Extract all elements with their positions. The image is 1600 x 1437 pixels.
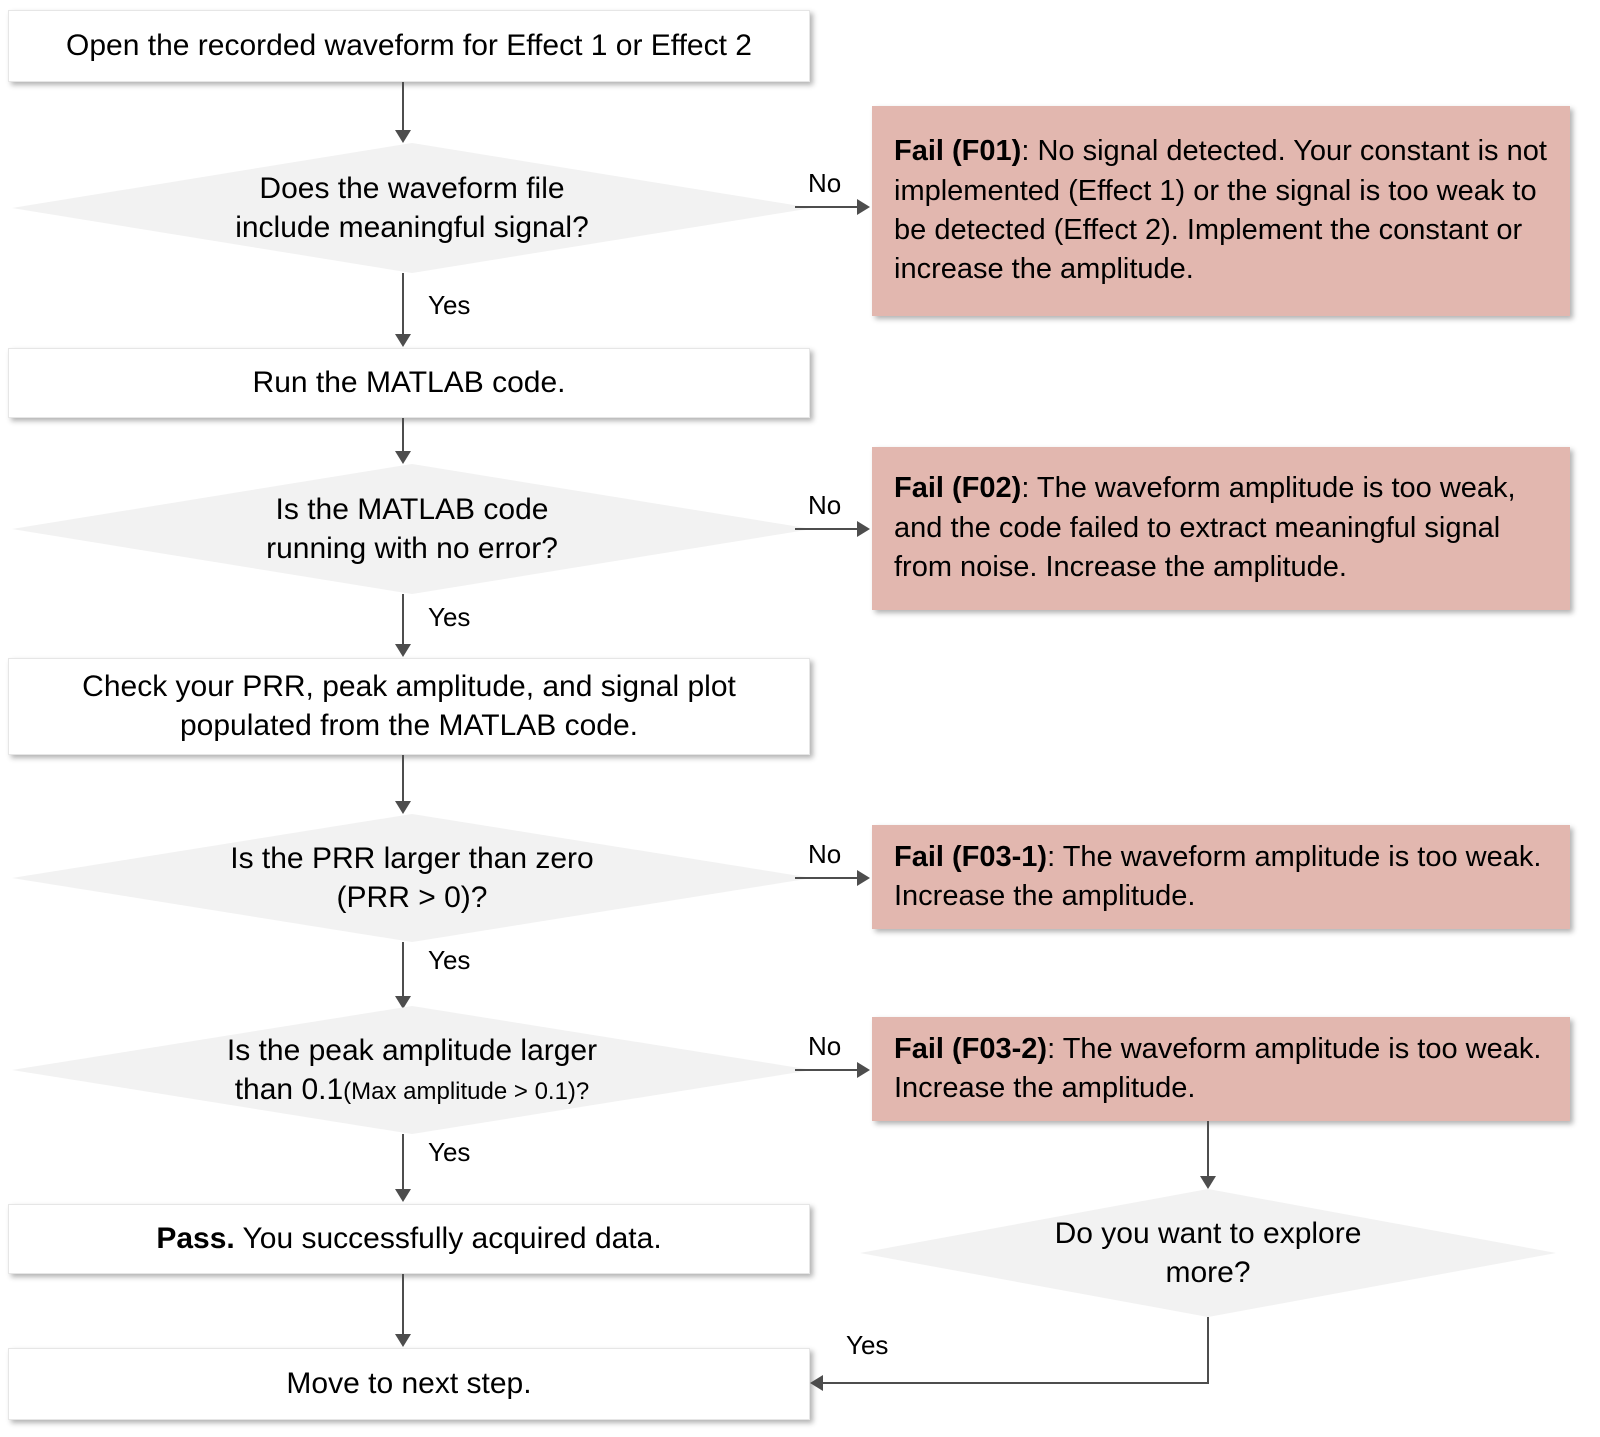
edge-label-noerror-yes: Yes xyxy=(428,602,471,632)
node-decision-prr-label: Is the PRR larger than zero (PRR > 0)? xyxy=(116,839,708,917)
edge-label-signal-no: No xyxy=(808,168,842,198)
node-fail-f01[interactable]: Fail (F01): No signal detected. Your con… xyxy=(872,106,1570,316)
node-next-step[interactable]: Move to next step. xyxy=(8,1348,810,1420)
node-run-matlab-label: Run the MATLAB code. xyxy=(252,365,566,399)
connector-peak-no xyxy=(795,1069,857,1071)
arrowhead-start-to-signal xyxy=(395,130,411,143)
connector-runmatlab-to-noerror xyxy=(402,418,404,453)
decision-prr-line2: (PRR > 0)? xyxy=(336,881,488,914)
decision-peak-line1: Is the peak amplitude larger xyxy=(226,1034,598,1067)
pass-bold: Pass. xyxy=(156,1221,235,1255)
node-fail-f03-1-text: Fail (F03-1): The waveform amplitude is … xyxy=(894,838,1552,917)
arrowhead-noerror-no xyxy=(857,521,870,537)
connector-explore-yes-vertical xyxy=(1207,1317,1209,1383)
node-fail-f01-text: Fail (F01): No signal detected. Your con… xyxy=(894,132,1552,290)
connector-explore-yes-horizontal xyxy=(823,1382,1209,1384)
node-decision-no-error-label: Is the MATLAB code running with no error… xyxy=(116,490,708,568)
check-prr-line2: populated from the MATLAB code. xyxy=(179,708,639,742)
fail-f03-1-separator: : xyxy=(1047,840,1063,873)
node-fail-f03-2-text: Fail (F03-2): The waveform amplitude is … xyxy=(894,1030,1552,1109)
arrowhead-noerror-yes xyxy=(395,644,411,657)
connector-f032-to-explore xyxy=(1207,1121,1209,1178)
connector-peak-yes xyxy=(402,1134,404,1191)
node-decision-meaningful-signal[interactable]: Does the waveform file include meaningfu… xyxy=(12,143,812,273)
check-prr-line1: Check your PRR, peak amplitude, and sign… xyxy=(82,670,736,704)
fail-f02-separator: : xyxy=(1021,472,1037,505)
edge-label-prr-yes: Yes xyxy=(428,945,471,975)
decision-explore-line2: more? xyxy=(1165,1256,1251,1289)
node-check-prr-label: Check your PRR, peak amplitude, and sign… xyxy=(82,668,736,745)
edge-label-prr-no: No xyxy=(808,839,842,869)
decision-prr-line1: Is the PRR larger than zero xyxy=(230,842,594,875)
connector-signal-yes xyxy=(402,273,404,335)
decision-explore-line1: Do you want to explore xyxy=(1054,1217,1362,1250)
node-fail-f03-2[interactable]: Fail (F03-2): The waveform amplitude is … xyxy=(872,1017,1570,1121)
pass-text: You successfully acquired data. xyxy=(234,1221,662,1255)
node-decision-meaningful-signal-label: Does the waveform file include meaningfu… xyxy=(116,169,708,247)
arrowhead-pass-to-next xyxy=(395,1334,411,1347)
decision-peak-line2: than 0.1(Max amplitude > 0.1)? xyxy=(116,1070,708,1109)
connector-noerror-yes xyxy=(402,594,404,646)
arrowhead-signal-yes xyxy=(395,334,411,347)
arrowhead-prr-no xyxy=(857,870,870,886)
node-check-prr[interactable]: Check your PRR, peak amplitude, and sign… xyxy=(8,658,810,755)
connector-pass-to-next xyxy=(402,1274,404,1336)
connector-prr-yes xyxy=(402,942,404,998)
arrowhead-explore-yes xyxy=(810,1375,823,1391)
connector-noerror-no xyxy=(795,528,857,530)
node-next-step-label: Move to next step. xyxy=(286,1366,532,1400)
node-open-waveform[interactable]: Open the recorded waveform for Effect 1 … xyxy=(8,10,810,82)
fail-f01-code: Fail (F01) xyxy=(894,135,1022,168)
arrowhead-checkprr-to-prr xyxy=(395,801,411,814)
decision-signal-line2: include meaningful signal? xyxy=(235,211,589,244)
connector-checkprr-to-prr xyxy=(402,755,404,803)
arrowhead-runmatlab-to-noerror xyxy=(395,451,411,464)
node-decision-peak-amplitude[interactable]: Is the peak amplitude larger than 0.1(Ma… xyxy=(12,1006,812,1134)
fail-f03-1-code: Fail (F03-1) xyxy=(894,840,1048,873)
fail-f03-2-message: The waveform amplitude is too weak. Incr… xyxy=(894,1032,1542,1104)
edge-label-signal-yes: Yes xyxy=(428,290,471,320)
node-pass[interactable]: Pass. You successfully acquired data. xyxy=(8,1204,810,1274)
arrowhead-prr-yes xyxy=(395,996,411,1009)
node-open-waveform-label: Open the recorded waveform for Effect 1 … xyxy=(66,28,752,62)
connector-prr-no xyxy=(795,877,857,879)
node-fail-f02[interactable]: Fail (F02): The waveform amplitude is to… xyxy=(872,447,1570,610)
node-fail-f03-1[interactable]: Fail (F03-1): The waveform amplitude is … xyxy=(872,825,1570,929)
decision-noerror-line2: running with no error? xyxy=(266,532,558,565)
decision-noerror-line1: Is the MATLAB code xyxy=(275,493,549,526)
arrowhead-peak-no xyxy=(857,1062,870,1078)
decision-peak-line2-main: than 0.1 xyxy=(234,1073,344,1106)
decision-peak-line2-small: (Max amplitude > 0.1)? xyxy=(343,1078,590,1105)
fail-f02-code: Fail (F02) xyxy=(894,472,1022,505)
arrowhead-peak-yes xyxy=(395,1189,411,1202)
fail-f02-message: The waveform amplitude is too weak, and … xyxy=(894,472,1516,584)
arrowhead-f032-to-explore xyxy=(1200,1176,1216,1189)
connector-start-to-signal xyxy=(402,82,404,132)
edge-label-peak-yes: Yes xyxy=(428,1137,471,1167)
node-fail-f02-text: Fail (F02): The waveform amplitude is to… xyxy=(894,469,1552,587)
decision-signal-line1: Does the waveform file xyxy=(259,172,565,205)
node-decision-explore-more[interactable]: Do you want to explore more? xyxy=(860,1189,1556,1317)
fail-f03-2-code: Fail (F03-2) xyxy=(894,1032,1048,1065)
node-pass-label: Pass. You successfully acquired data. xyxy=(156,1220,661,1258)
node-decision-prr[interactable]: Is the PRR larger than zero (PRR > 0)? xyxy=(12,814,812,942)
node-run-matlab[interactable]: Run the MATLAB code. xyxy=(8,348,810,418)
edge-label-peak-no: No xyxy=(808,1031,842,1061)
edge-label-explore-yes: Yes xyxy=(846,1330,889,1360)
node-decision-no-error[interactable]: Is the MATLAB code running with no error… xyxy=(12,464,812,594)
arrowhead-signal-no xyxy=(857,199,870,215)
edge-label-noerror-no: No xyxy=(808,490,842,520)
fail-f01-message: No signal detected. Your constant is not… xyxy=(894,135,1547,286)
fail-f01-separator: : xyxy=(1021,135,1038,168)
connector-signal-no xyxy=(795,206,857,208)
fail-f03-1-message: The waveform amplitude is too weak. Incr… xyxy=(894,840,1542,912)
fail-f03-2-separator: : xyxy=(1047,1032,1063,1065)
node-decision-explore-more-label: Do you want to explore more? xyxy=(950,1214,1465,1292)
node-decision-peak-amplitude-label: Is the peak amplitude larger than 0.1(Ma… xyxy=(116,1031,708,1109)
